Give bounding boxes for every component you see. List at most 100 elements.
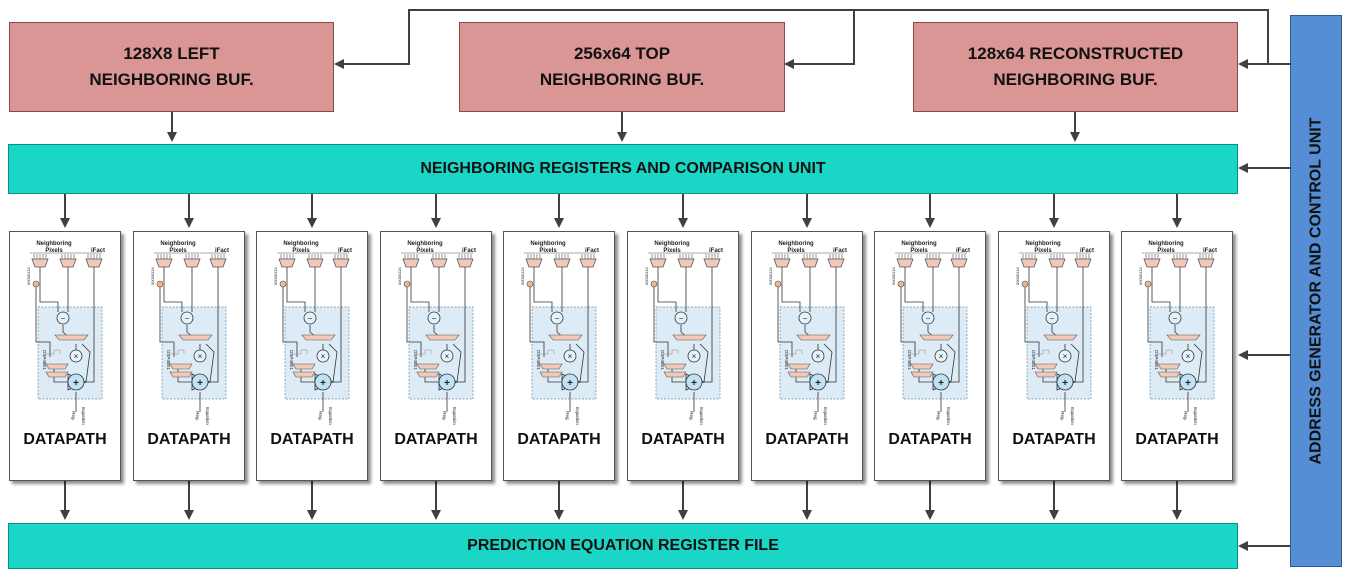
equation-label: Equation <box>205 407 210 425</box>
neighboring-pixels-label: Pixels <box>787 248 805 254</box>
neighboring-unit-label: NEIGHBORING REGISTERS AND COMPARISON UNI… <box>420 160 826 177</box>
svg-text:−: − <box>432 314 437 323</box>
multiplier <box>440 349 454 363</box>
ifact-label: iFact <box>1080 248 1094 254</box>
neighboring-pixels-label: Pixels <box>663 248 681 254</box>
mux-ifact <box>827 258 845 268</box>
dsp-label: DSP48E1 <box>42 350 47 370</box>
pipeline-register <box>919 334 954 341</box>
multiplier <box>563 349 577 363</box>
pipeline-register <box>54 334 89 341</box>
top-buffer-line1: 256x64 TOP <box>573 44 671 63</box>
multiplier <box>1058 349 1072 363</box>
mux-pixels-a <box>402 258 420 268</box>
equation-label: Equation <box>575 407 580 425</box>
neighboring-pixels-label: Pixels <box>539 248 557 254</box>
dsp-label: DSP48E1 <box>1031 350 1036 370</box>
equation-label: Equation <box>1070 407 1075 425</box>
reg-label: Reg. <box>71 411 76 421</box>
neighboring-pixels-label: Pixels <box>1157 248 1175 254</box>
top-neighboring-buffer: 256x64 TOP NEIGHBORING BUF. <box>459 22 785 112</box>
subtractor <box>1168 311 1182 325</box>
mux-ifact <box>1074 258 1092 268</box>
svg-text:+: + <box>1062 378 1068 389</box>
constant-label: 0000011X <box>1138 267 1143 285</box>
neighboring-pixels-label: Neighboring <box>407 241 443 247</box>
neighboring-pixels-label: Neighboring <box>901 241 937 247</box>
neighboring-pixels-label: Neighboring <box>1148 241 1184 247</box>
svg-text:×: × <box>321 352 326 361</box>
neighboring-pixels-label: Neighboring <box>654 241 690 247</box>
neighboring-pixels-label: Neighboring <box>283 241 319 247</box>
datapath-label: DATAPATH <box>517 431 601 448</box>
subtractor <box>427 311 441 325</box>
svg-text:−: − <box>555 314 560 323</box>
datapath-label: DATAPATH <box>1012 431 1096 448</box>
mux-pixels-a <box>525 258 543 268</box>
reconstructed-neighboring-buffer: 128x64 RECONSTRUCTED NEIGHBORING BUF. <box>913 22 1238 112</box>
mux-pixels-a <box>896 258 914 268</box>
constant-label: 0000011X <box>520 267 525 285</box>
svg-text:+: + <box>938 378 944 389</box>
ifact-label: iFact <box>956 248 970 254</box>
subtractor <box>180 311 194 325</box>
subtractor <box>56 311 70 325</box>
mux-pixels-b <box>59 258 77 268</box>
subtractor <box>798 311 812 325</box>
reg-label: Reg. <box>318 411 323 421</box>
svg-text:×: × <box>1063 352 1068 361</box>
datapath-label: DATAPATH <box>1135 431 1219 448</box>
ifact-label: iFact <box>1203 248 1217 254</box>
constant-label: 0000011X <box>1015 267 1020 285</box>
mux-pixels-b <box>553 258 571 268</box>
mux-ifact <box>85 258 103 268</box>
constant-label: 0000011X <box>26 267 31 285</box>
dsp-label: DSP48E1 <box>536 350 541 370</box>
ifact-label: iFact <box>709 248 723 254</box>
dsp-label: DSP48E1 <box>166 350 171 370</box>
svg-text:×: × <box>939 352 944 361</box>
dsp-label: DSP48E1 <box>413 350 418 370</box>
dsp-label: DSP48E1 <box>660 350 665 370</box>
control-unit-label: ADDRESS GENERATOR AND CONTROL UNIT <box>1307 117 1325 465</box>
neighboring-pixels-label: Pixels <box>169 248 187 254</box>
mux-pixels-a <box>31 258 49 268</box>
pipeline-register <box>672 334 707 341</box>
neighboring-pixels-label: Pixels <box>292 248 310 254</box>
svg-text:+: + <box>567 378 573 389</box>
neighboring-pixels-label: Neighboring <box>530 241 566 247</box>
svg-text:+: + <box>73 378 79 389</box>
mux-pixels-b <box>801 258 819 268</box>
mux-ifact <box>209 258 227 268</box>
mux-pixels-b <box>1048 258 1066 268</box>
svg-text:−: − <box>185 314 190 323</box>
subtractor <box>1045 311 1059 325</box>
control-bus-top <box>784 10 855 69</box>
svg-text:×: × <box>74 352 79 361</box>
reg-label: Reg. <box>1060 411 1065 421</box>
mux-pixels-b <box>430 258 448 268</box>
pipeline-register <box>301 334 336 341</box>
datapath-label: DATAPATH <box>23 431 107 448</box>
multiplier <box>934 349 948 363</box>
svg-text:×: × <box>568 352 573 361</box>
mux-pixels-a <box>773 258 791 268</box>
svg-text:−: − <box>1050 314 1055 323</box>
subtractor <box>674 311 688 325</box>
reg-label: Reg. <box>442 411 447 421</box>
mux-pixels-a <box>1020 258 1038 268</box>
svg-text:+: + <box>1185 378 1191 389</box>
pipeline-register <box>425 334 460 341</box>
neighboring-pixels-label: Pixels <box>1034 248 1052 254</box>
